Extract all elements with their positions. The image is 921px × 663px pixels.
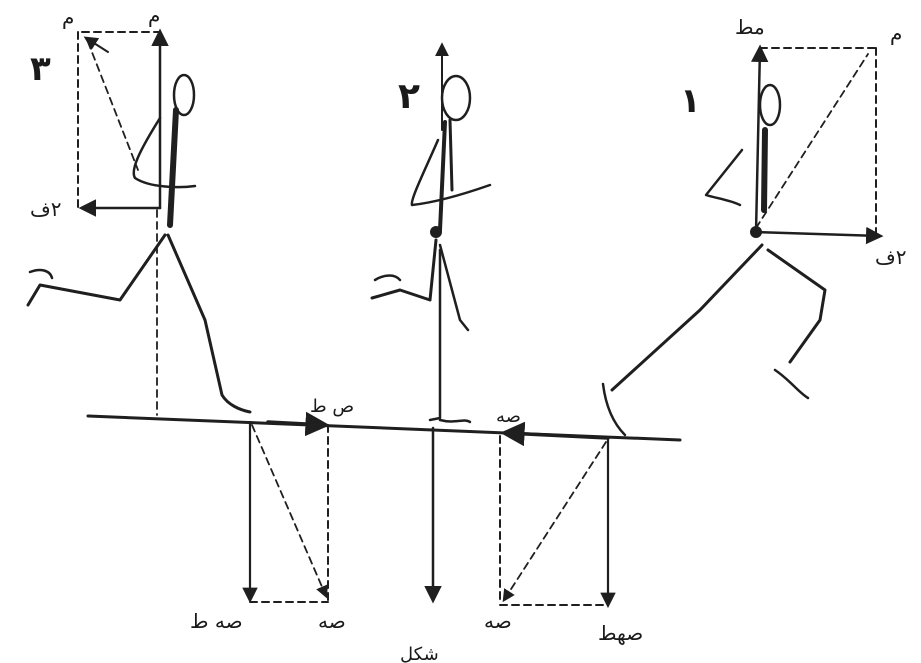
label-bottom-2: صه — [318, 609, 346, 633]
label-fig3-top-right: م — [148, 3, 160, 27]
runner-body-fig3 — [26, 73, 252, 414]
figure-number-1: ١ — [680, 81, 701, 121]
label-fig1-top-left: مط — [735, 15, 765, 39]
figure-number-2: ٢ — [398, 76, 420, 117]
runner-figure-2: ٢ — [370, 42, 492, 604]
figure-caption: شكل — [400, 644, 439, 663]
force-rectangle-fig3 — [77, 28, 169, 416]
label-fig3-bottom-left: ٢ف — [30, 197, 61, 221]
label-ground-left: ص ط — [310, 396, 354, 417]
ground-reaction-right: صه — [496, 406, 616, 609]
label-bottom-4: صهط — [598, 621, 643, 645]
runner-body-fig1 — [601, 83, 827, 437]
ground-reaction-left: ص ط — [242, 396, 354, 604]
label-ground-right: صه — [496, 406, 521, 427]
label-bottom-3: صه — [484, 609, 512, 633]
label-fig3-top-left: م — [62, 5, 74, 29]
label-bottom-1: صه ط — [190, 609, 243, 633]
label-fig1-top-right: م — [890, 21, 902, 45]
runner-figure-1: ١ مط م ٢ف — [601, 15, 906, 437]
runner-figure-3: ٣ م م ٢ف — [26, 3, 252, 416]
label-fig1-bottom-right: ٢ف — [875, 245, 906, 269]
force-rectangle-fig1 — [750, 44, 884, 245]
figure-number-3: ٣ — [30, 49, 51, 89]
